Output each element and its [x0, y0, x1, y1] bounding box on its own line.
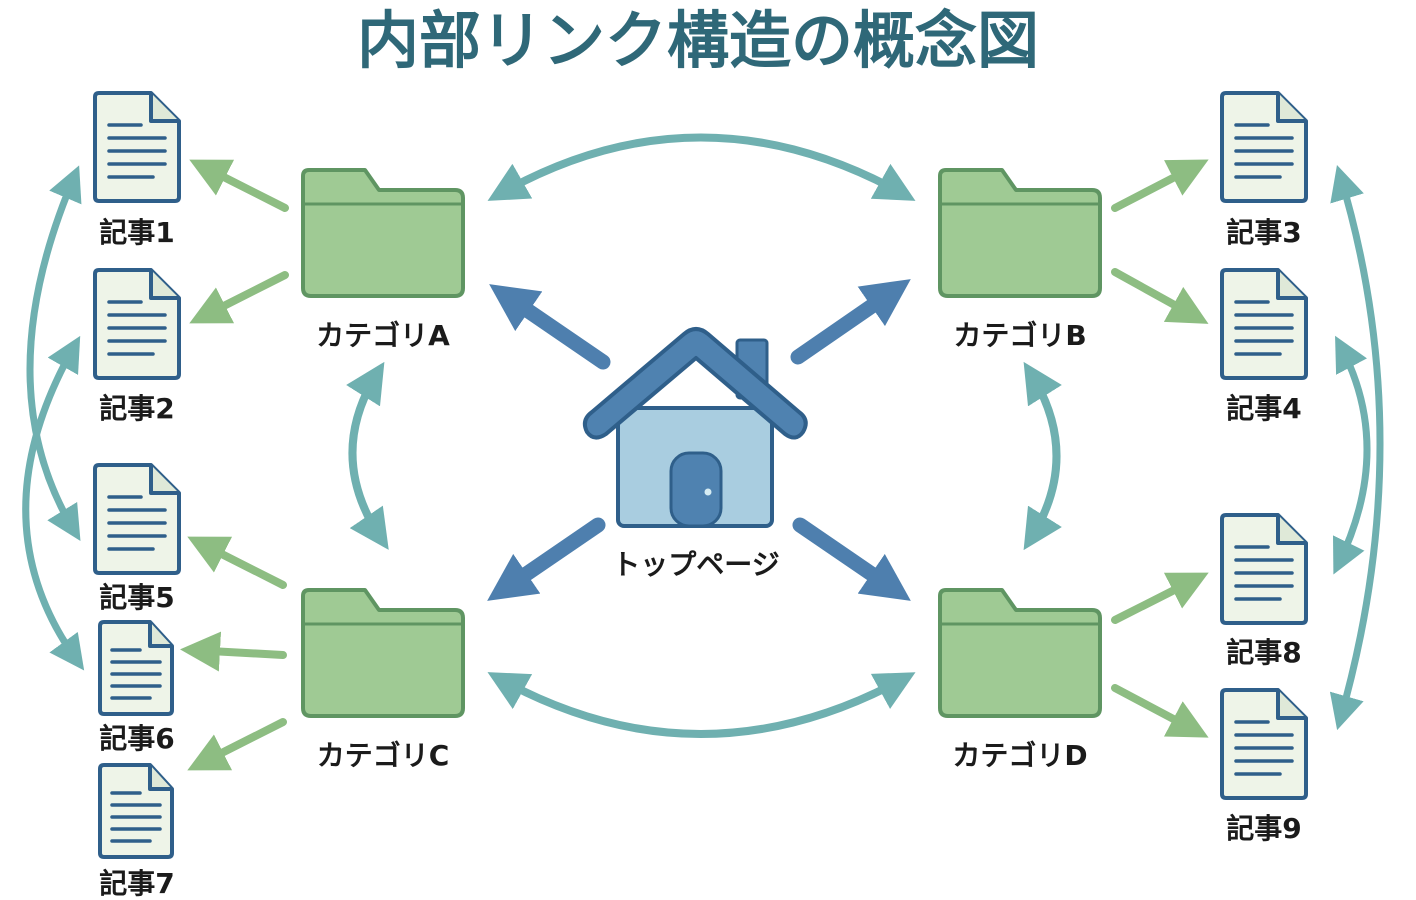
- link-article-4-8: [1332, 335, 1371, 575]
- arrow-category-a-to-article-2: [189, 271, 289, 324]
- arrow-category-c-to-article-7: [187, 718, 287, 771]
- arrow-category-d-to-article-8: [1111, 572, 1209, 624]
- article-2-label: 記事2: [99, 392, 174, 425]
- category-b-label: カテゴリB: [953, 319, 1086, 352]
- article-6-label: 記事6: [99, 722, 174, 755]
- article-3-label: 記事3: [1226, 216, 1301, 249]
- arrow-category-b-to-article-3: [1111, 159, 1209, 212]
- arrow-category-a-to-article-1: [189, 159, 289, 212]
- folder-icon: [938, 168, 1102, 298]
- article-node-3: 記事3: [1220, 91, 1308, 249]
- article-1-label: 記事1: [99, 216, 174, 249]
- arrow-category-c-to-article-6: [180, 631, 287, 672]
- arrow-home-to-category-b: [790, 279, 911, 365]
- arrow-home-to-category-a: [489, 284, 611, 370]
- folder-icon: [301, 168, 465, 298]
- article-links: [22, 164, 1384, 731]
- category-node-b: カテゴリB: [938, 168, 1102, 352]
- article-7-label: 記事7: [99, 867, 174, 900]
- category-node-a: カテゴリA: [301, 168, 465, 352]
- house-icon: [582, 327, 808, 528]
- category-links: [346, 133, 1062, 738]
- article-5-label: 記事5: [99, 581, 174, 614]
- article-8-label: 記事8: [1226, 636, 1301, 669]
- category-c-label: カテゴリC: [317, 739, 450, 772]
- link-category-a-c: [346, 361, 389, 550]
- article-node-4: 記事4: [1220, 268, 1308, 425]
- arrow-category-d-to-article-9: [1111, 684, 1209, 738]
- article-node-1: 記事1: [93, 91, 181, 249]
- link-article-2-6: [22, 335, 85, 671]
- folder-icon: [938, 588, 1102, 718]
- home-label: トップページ: [612, 548, 779, 581]
- home-links: [487, 279, 911, 601]
- article-4-label: 記事4: [1226, 392, 1301, 425]
- category-d-label: カテゴリD: [952, 739, 1087, 772]
- diagram-title: 内部リンク構造の概念図: [357, 4, 1039, 77]
- article-node-9: 記事9: [1220, 688, 1308, 845]
- article-node-2: 記事2: [93, 268, 181, 425]
- link-category-c-d: [487, 672, 916, 738]
- link-category-a-b: [487, 133, 916, 201]
- arrow-home-to-category-d: [792, 517, 911, 601]
- folder-icon: [301, 588, 465, 718]
- article-node-7: 記事7: [98, 763, 175, 900]
- article-node-8: 記事8: [1220, 513, 1308, 669]
- article-node-5: 記事5: [93, 463, 181, 614]
- article-node-6: 記事6: [98, 620, 175, 755]
- home-node: トップページ: [582, 327, 808, 581]
- arrow-category-b-to-article-4: [1111, 268, 1209, 324]
- article-9-label: 記事9: [1226, 812, 1301, 845]
- category-node-d: カテゴリD: [938, 588, 1102, 772]
- category-to-article-links: [180, 159, 1209, 771]
- link-article-3-9: [1329, 164, 1384, 731]
- category-a-label: カテゴリA: [316, 319, 450, 352]
- arrow-home-to-category-c: [487, 517, 606, 601]
- arrow-category-c-to-article-5: [187, 536, 287, 589]
- category-node-c: カテゴリC: [301, 588, 465, 772]
- link-category-b-d: [1023, 361, 1062, 551]
